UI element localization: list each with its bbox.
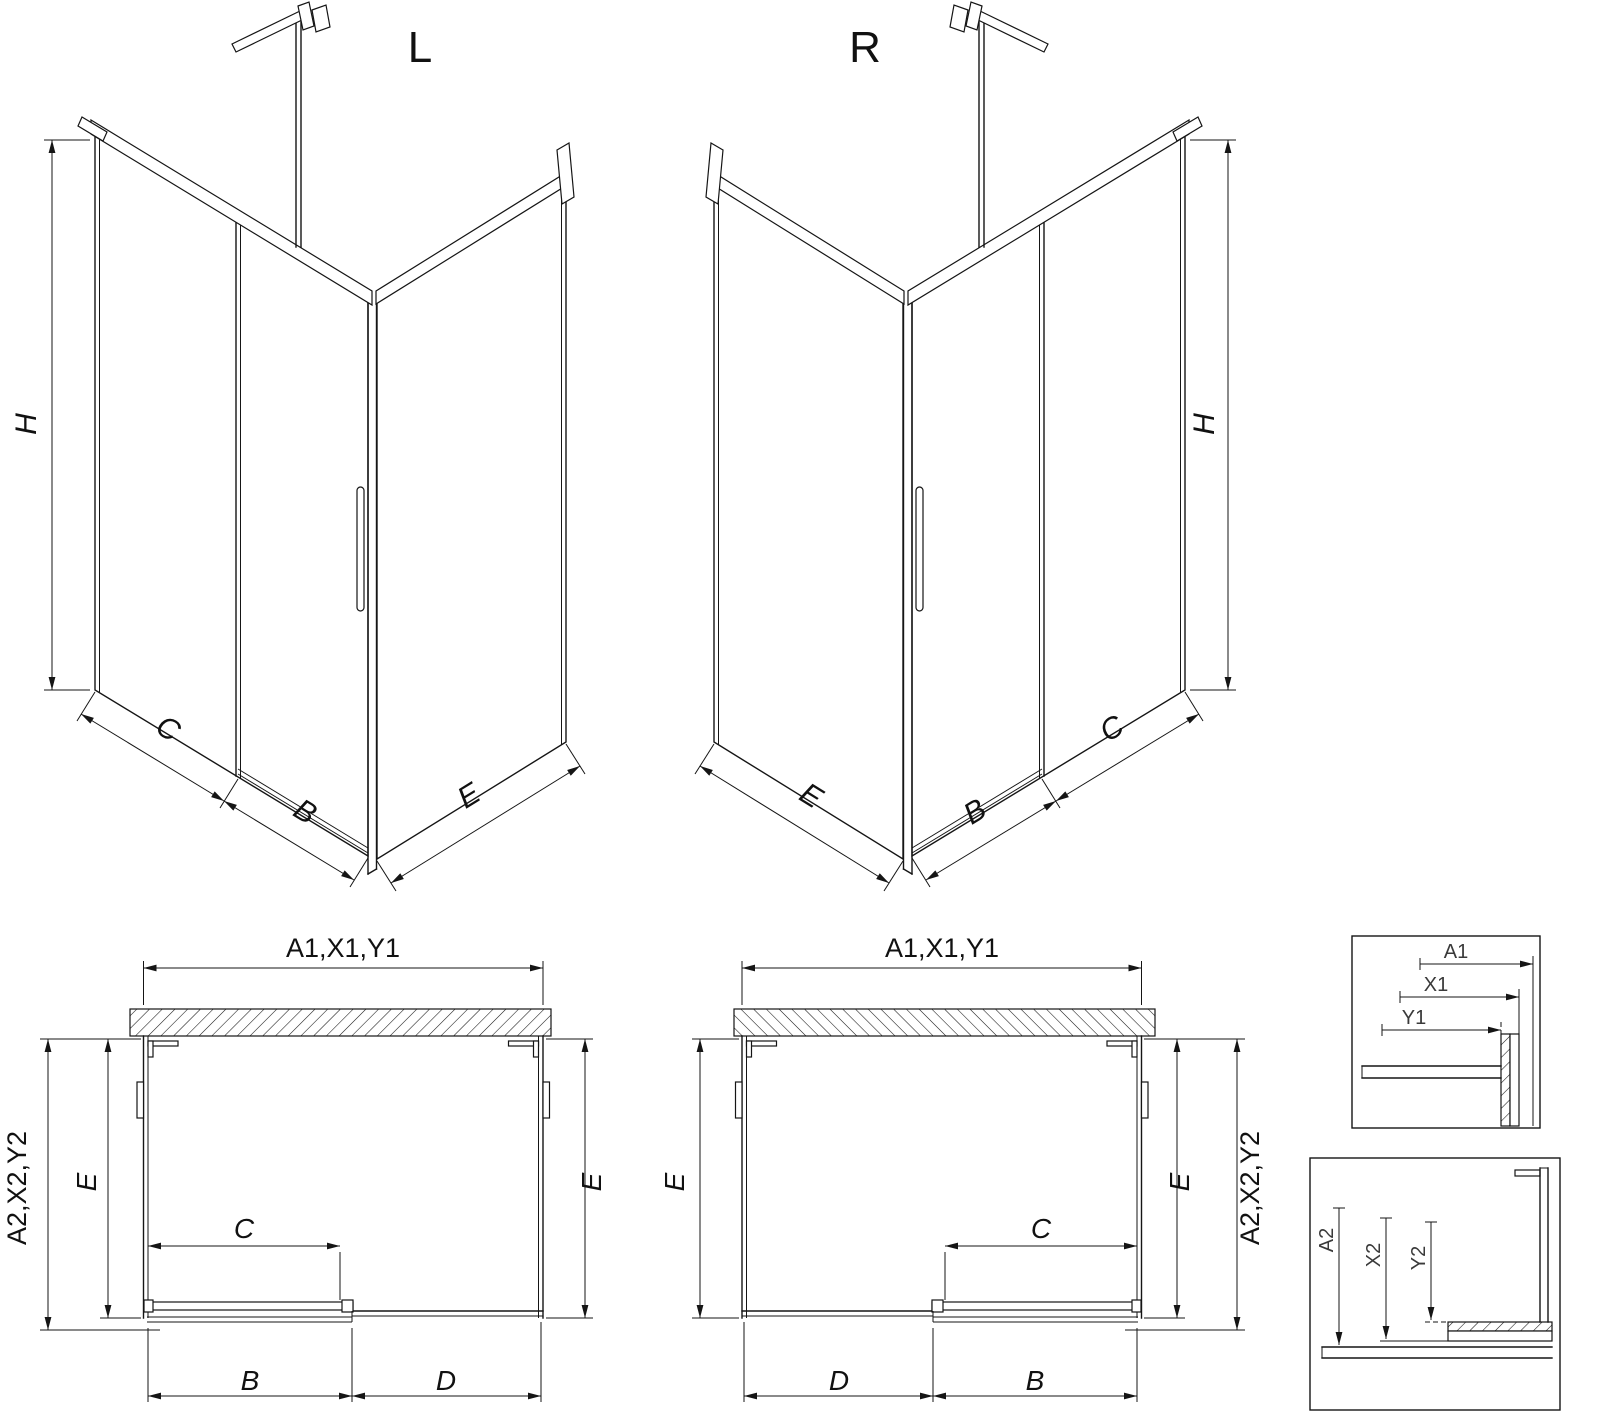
variant-label-left: L [408, 23, 432, 72]
dim-label-d: D [436, 1365, 456, 1396]
plan-view-left-linework [40, 961, 593, 1402]
iso-left-labels: L H C B E [10, 23, 487, 831]
dim-label-e-right: E [576, 1172, 607, 1191]
dim-label-b: B [1026, 1365, 1045, 1396]
dim-label-d: D [829, 1365, 849, 1396]
plan-left-labels: A1,X1,Y1 A2,X2,Y2 E E C B D [2, 933, 607, 1396]
detail-dim-x1: X1 [1424, 974, 1448, 996]
dim-label-width: A1,X1,Y1 [286, 933, 400, 963]
dim-label-depth-outer: A2,X2,Y2 [2, 1131, 32, 1245]
dim-label-h: H [10, 413, 43, 435]
dim-label-b: B [241, 1365, 260, 1396]
dim-label-width: A1,X1,Y1 [885, 933, 999, 963]
detail-dim-a2: A2 [1316, 1228, 1338, 1252]
dim-label-c: C [234, 1213, 255, 1244]
plan-right-labels: A1,X1,Y1 E E A2,X2,Y2 C D B [659, 933, 1265, 1396]
detail-dim-x2: X2 [1363, 1243, 1385, 1267]
dim-label-e-inner: E [71, 1172, 102, 1191]
detail-dim-y2: Y2 [1408, 1246, 1430, 1270]
detail-bottom-profile-section [1321, 1167, 1553, 1359]
iso-view-left-linework [44, 2, 585, 891]
detail-bottom-dims [1333, 1207, 1448, 1345]
dim-label-e-left: E [659, 1172, 690, 1191]
dim-label-depth-outer: A2,X2,Y2 [1235, 1131, 1265, 1245]
plan-view-right-linework [692, 961, 1245, 1402]
dim-label-e-inner: E [1164, 1172, 1195, 1191]
detail-top-profile-section [1361, 1033, 1520, 1127]
variant-label-right: R [849, 23, 881, 72]
dim-label-h: H [1188, 413, 1221, 435]
detail-dim-a1: A1 [1444, 941, 1468, 963]
detail-box-bottom: A2 X2 Y2 [1309, 1157, 1561, 1411]
iso-view-right-linework [695, 2, 1236, 891]
dim-label-c: C [1031, 1213, 1052, 1244]
detail-box-top: A1 X1 Y1 [1351, 935, 1541, 1129]
detail-dim-y1: Y1 [1402, 1007, 1426, 1029]
